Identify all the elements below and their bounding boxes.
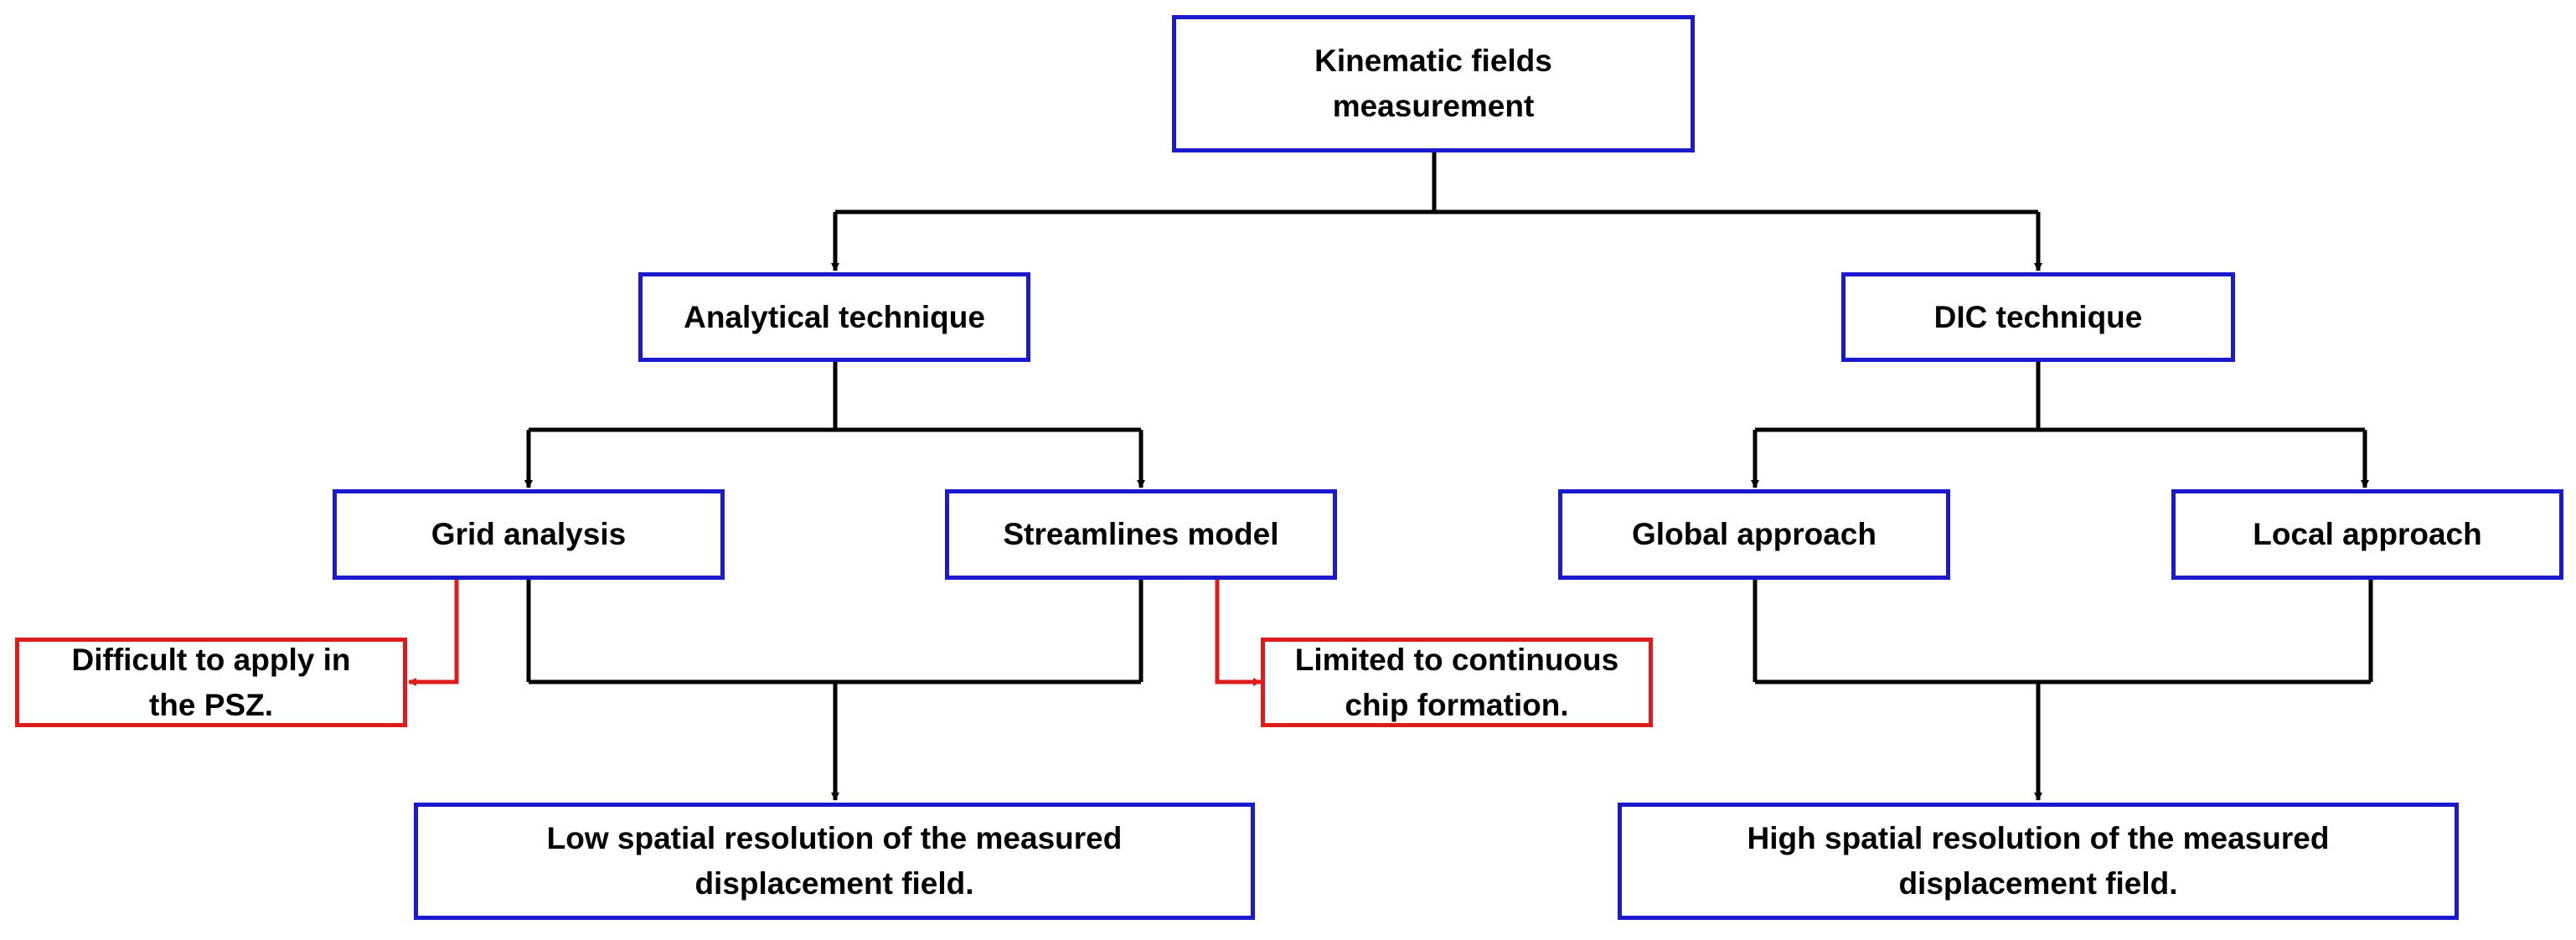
note-limited-continuous-chip: Limited to continuous chip formation. bbox=[1261, 638, 1653, 727]
note-difficult-line2: the PSZ. bbox=[148, 687, 273, 722]
note-limited-line1: Limited to continuous bbox=[1294, 642, 1619, 677]
node-kinematic-line1: Kinematic fields bbox=[1314, 44, 1552, 78]
edge-streamlines-to-limited bbox=[1215, 580, 1262, 686]
node-high-spatial-resolution: High spatial resolution of the measured … bbox=[1618, 803, 2459, 920]
node-grid-label: Grid analysis bbox=[431, 517, 627, 551]
node-streamlines-model: Streamlines model bbox=[945, 489, 1337, 580]
node-analytical-technique: Analytical technique bbox=[638, 272, 1030, 362]
node-grid-analysis: Grid analysis bbox=[333, 489, 725, 580]
node-streamlines-label: Streamlines model bbox=[1003, 517, 1279, 551]
node-kinematic-line2: measurement bbox=[1332, 89, 1535, 123]
node-kinematic-fields-measurement: Kinematic fields measurement bbox=[1172, 15, 1695, 152]
note-difficult-line1: Difficult to apply in bbox=[71, 642, 351, 677]
node-low-line2: displacement field. bbox=[694, 866, 974, 901]
node-local-label: Local approach bbox=[2253, 517, 2482, 551]
node-local-approach: Local approach bbox=[2171, 489, 2563, 580]
note-difficult-psz: Difficult to apply in the PSZ. bbox=[15, 638, 407, 727]
node-global-approach: Global approach bbox=[1558, 489, 1950, 580]
node-low-spatial-resolution: Low spatial resolution of the measured d… bbox=[414, 803, 1255, 920]
node-analytical-label: Analytical technique bbox=[684, 299, 985, 334]
node-dic-technique: DIC technique bbox=[1841, 272, 2235, 362]
node-dic-label: DIC technique bbox=[1933, 299, 2143, 334]
node-high-line2: displacement field. bbox=[1898, 866, 2178, 901]
node-low-line1: Low spatial resolution of the measured bbox=[546, 821, 1123, 855]
node-high-line1: High spatial resolution of the measured bbox=[1747, 821, 2330, 855]
note-limited-line2: chip formation. bbox=[1345, 687, 1569, 722]
node-global-label: Global approach bbox=[1632, 517, 1877, 551]
edge-grid-to-difficult bbox=[408, 580, 459, 686]
